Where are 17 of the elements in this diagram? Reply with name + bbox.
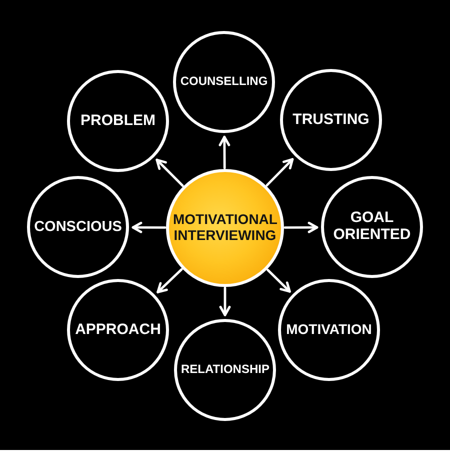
topic-label: RELATIONSHIP — [181, 363, 269, 377]
topic-label: CONSCIOUS — [34, 218, 122, 236]
arrow — [156, 158, 184, 187]
arrow — [284, 222, 318, 234]
hub-label: MOTIVATIONAL INTERVIEWING — [173, 212, 277, 244]
arrow — [218, 136, 230, 170]
arrow — [266, 268, 291, 293]
arrow — [266, 158, 294, 186]
topic-label: MOTIVATION — [286, 322, 372, 338]
arrow — [156, 268, 183, 294]
topic-label: TRUSTING — [292, 112, 370, 128]
arrow — [219, 286, 231, 316]
topic-label: APPROACH — [74, 322, 162, 338]
arrow — [132, 222, 166, 234]
topic-label: PROBLEM — [80, 112, 156, 130]
topic-label: COUNSELLING — [180, 75, 268, 89]
topic-label: GOAL ORIENTED — [332, 210, 412, 244]
